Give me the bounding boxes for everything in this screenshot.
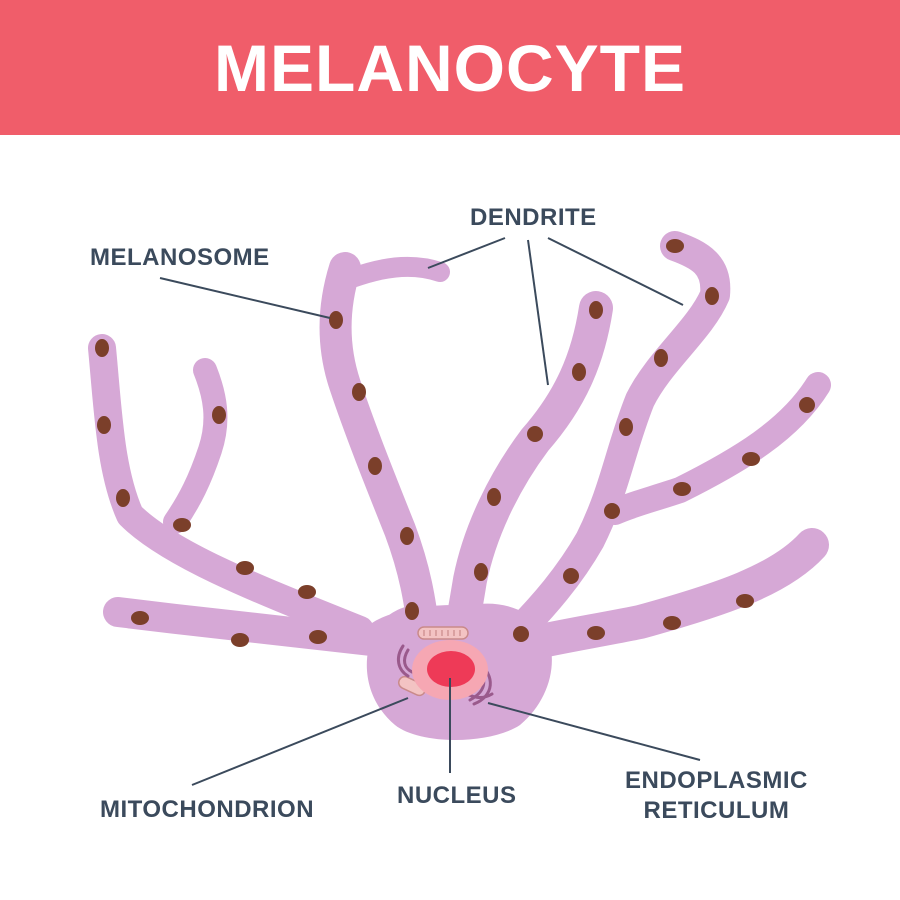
melanosome (131, 611, 149, 625)
melanosome (799, 397, 815, 413)
melanosome (619, 418, 633, 436)
melanosome (236, 561, 254, 575)
melanosome (309, 630, 327, 644)
melanosome (405, 602, 419, 620)
leader-lines (159, 237, 701, 786)
melanosome (654, 349, 668, 367)
melanosome (474, 563, 488, 581)
soma-connector (360, 605, 550, 675)
melanosome (736, 594, 754, 608)
cell-body (88, 231, 831, 667)
melanosome (212, 406, 226, 424)
endoplasmic-reticulum-left (396, 644, 414, 678)
melanosome (604, 503, 620, 519)
melanosome (705, 287, 719, 305)
melanosome (487, 488, 501, 506)
dendrite-far-left (88, 334, 374, 644)
leader-dendrite-3 (547, 237, 684, 306)
page-title: MELANOCYTE (214, 30, 686, 105)
label-melanosome: MELANOSOME (90, 244, 270, 271)
melanosomes (95, 239, 815, 647)
melanosome (563, 568, 579, 584)
dendrite-left-branch (163, 358, 228, 534)
melanosome (116, 489, 130, 507)
melanosome (352, 383, 366, 401)
dendrite-upper-left-tip (342, 256, 450, 288)
melanosome (173, 518, 191, 532)
melanosome (513, 626, 529, 642)
nucleus (427, 651, 475, 687)
leader-dendrite-2 (527, 239, 549, 386)
label-er-line2: RETICULUM (643, 797, 790, 824)
melanosome (231, 633, 249, 647)
melanosome (298, 585, 316, 599)
label-dendrite: DENDRITE (470, 204, 597, 231)
leader-mitochondrion (191, 697, 409, 786)
label-mitochondrion: MITOCHONDRION (100, 796, 315, 823)
leader-melanosome (159, 277, 331, 319)
melanosome (589, 301, 603, 319)
dendrite-upper-left (319, 252, 441, 656)
melanosome (97, 416, 111, 434)
dendrite-right-branch (602, 372, 831, 525)
label-nucleus: NUCLEUS (397, 782, 517, 809)
title-banner: MELANOCYTE (0, 0, 900, 135)
dendrite-bottom-left (103, 597, 395, 657)
melanosome (663, 616, 681, 630)
melanosome (329, 311, 343, 329)
melanosome (666, 239, 684, 253)
melanosome (368, 457, 382, 475)
mitochondrion-top (417, 626, 469, 640)
melanosome (572, 363, 586, 381)
melanosome (587, 626, 605, 640)
leader-er (487, 702, 701, 761)
melanosome (400, 527, 414, 545)
dendrite-center (438, 291, 613, 667)
melanosome (742, 452, 760, 466)
melanosome (95, 339, 109, 357)
melanosome (527, 426, 543, 442)
label-er-line1: ENDOPLASMIC (625, 767, 808, 794)
leader-dendrite-1 (427, 237, 506, 269)
melanosome (673, 482, 691, 496)
label-endoplasmic-reticulum: ENDOPLASMIC RETICULUM (625, 766, 808, 826)
